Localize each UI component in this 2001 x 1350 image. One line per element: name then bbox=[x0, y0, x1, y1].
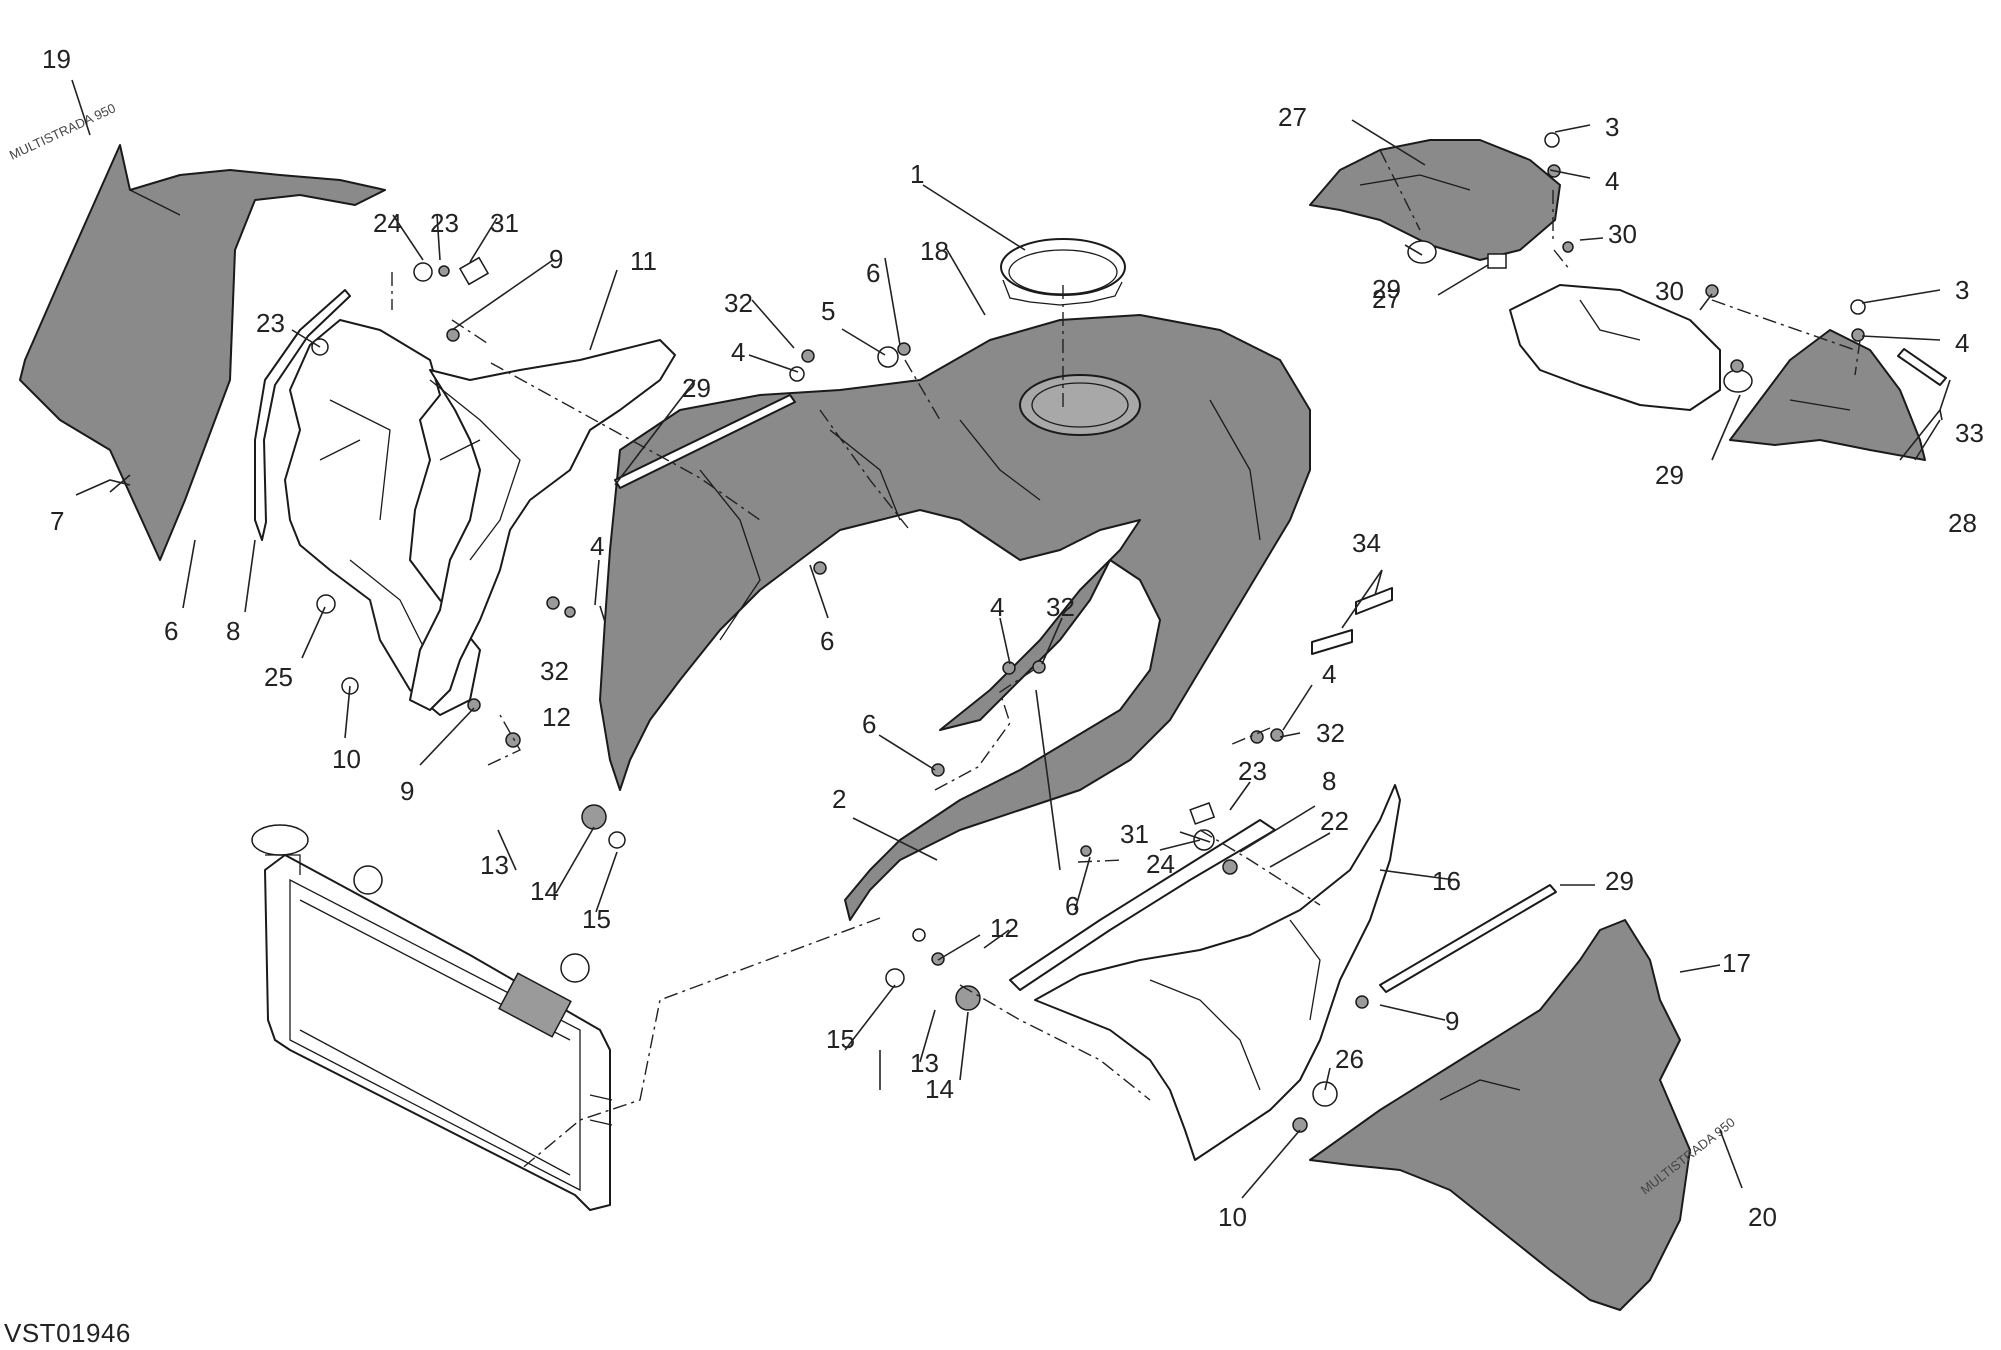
callout-4-top: 4 bbox=[1605, 166, 1619, 196]
callout-3-right: 3 bbox=[1955, 275, 1969, 305]
grommet-27-b bbox=[1723, 369, 1753, 393]
right-tank-side-panel bbox=[1309, 919, 1691, 1311]
filler-ring bbox=[1000, 238, 1126, 306]
callout-18: 18 bbox=[920, 236, 949, 266]
fuel-tank bbox=[599, 314, 1311, 921]
callout-22-top: 23 bbox=[256, 308, 285, 338]
callout-10-right: 10 bbox=[1218, 1202, 1247, 1232]
callout-14-left: 14 bbox=[530, 876, 559, 906]
callout-6-right: 6 bbox=[1065, 891, 1079, 921]
callout-32-right: 32 bbox=[1316, 718, 1345, 748]
callout-27-right: 29 bbox=[1655, 460, 1684, 490]
left-tank-decal-text: MULTISTRADA 950 bbox=[7, 100, 118, 162]
callout-3-top: 3 bbox=[1605, 112, 1619, 142]
callout-4-right-mid: 4 bbox=[1322, 659, 1336, 689]
callout-6-left: 6 bbox=[164, 616, 178, 646]
callout-5: 5 bbox=[821, 296, 835, 326]
assembly-lines bbox=[369, 149, 1861, 1171]
decal-34 bbox=[1311, 587, 1393, 655]
callout-32-top: 32 bbox=[724, 288, 753, 318]
callout-4-center: 4 bbox=[990, 592, 1004, 622]
left-tank-side-panel bbox=[19, 144, 386, 561]
callout-27-top: 29 bbox=[1372, 274, 1401, 304]
callout-9-left: 9 bbox=[400, 776, 414, 806]
cover-28 bbox=[1729, 329, 1926, 461]
callout-1: 1 bbox=[910, 159, 924, 189]
callout-31-top: 31 bbox=[490, 208, 519, 238]
callout-34: 34 bbox=[1352, 528, 1381, 558]
callout-21-top: 23 bbox=[430, 208, 459, 238]
callout-29-top: 29 bbox=[682, 373, 711, 403]
callout-2: 2 bbox=[832, 784, 846, 814]
callout-10-left: 10 bbox=[332, 744, 361, 774]
callout-13-right: 13 bbox=[910, 1048, 939, 1078]
callout-23-top: 24 bbox=[373, 208, 402, 238]
callout-24-left: 25 bbox=[264, 662, 293, 692]
callout-14-right: 14 bbox=[925, 1074, 954, 1104]
callout-12-left: 12 bbox=[542, 702, 571, 732]
drawing-code: VST01946 bbox=[4, 1318, 131, 1348]
hardware bbox=[311, 132, 1866, 1133]
trim-strip-8 bbox=[254, 289, 351, 541]
callout-28: 28 bbox=[1948, 508, 1977, 538]
callout-32-left: 32 bbox=[540, 656, 569, 686]
callout-4-mid: 4 bbox=[731, 337, 745, 367]
callout-7: 7 bbox=[50, 506, 64, 536]
callout-15-left: 15 bbox=[582, 904, 611, 934]
callout-12-right: 12 bbox=[990, 913, 1019, 943]
callout-4-right: 4 bbox=[1955, 328, 1969, 358]
leader-lines bbox=[71, 79, 1951, 1199]
callout-8-left: 8 bbox=[226, 616, 240, 646]
callout-6-lower: 6 bbox=[862, 709, 876, 739]
right-inner-panel bbox=[1034, 784, 1401, 1161]
callout-32-center: 32 bbox=[1046, 592, 1075, 622]
callout-25: 27 bbox=[1372, 284, 1401, 314]
callout-30-top: 30 bbox=[1608, 219, 1637, 249]
callout-9-top: 9 bbox=[549, 244, 563, 274]
left-tank-decal: MULTISTRADA 950 bbox=[7, 100, 118, 162]
callout-13-left: 13 bbox=[480, 850, 509, 880]
callout-11: 11 bbox=[630, 246, 657, 276]
callout-numbers: 19 1 27 3 4 30 29 27 30 3 4 33 29 28 34 … bbox=[42, 44, 1984, 1232]
trim-strip-29-right bbox=[1379, 884, 1557, 993]
callout-22-right: 22 bbox=[1320, 806, 1349, 836]
callout-8-right: 8 bbox=[1322, 766, 1336, 796]
left-outer-fairing bbox=[409, 339, 676, 711]
callout-33: 33 bbox=[1955, 418, 1984, 448]
callout-9-right: 9 bbox=[1445, 1006, 1459, 1036]
callout-31-right: 31 bbox=[1120, 819, 1149, 849]
callout-26: 27 bbox=[1278, 102, 1307, 132]
callout-23-right: 24 bbox=[1146, 849, 1175, 879]
bracket-25 bbox=[1509, 284, 1721, 411]
callout-19: 20 bbox=[1748, 1202, 1777, 1232]
callout-30-mid: 30 bbox=[1655, 276, 1684, 306]
cover-26 bbox=[1309, 139, 1561, 261]
callout-20: 19 bbox=[42, 44, 71, 74]
callout-21-right: 23 bbox=[1238, 756, 1267, 786]
radiator bbox=[251, 824, 613, 1211]
callout-29-right: 29 bbox=[1605, 866, 1634, 896]
callout-6-top: 6 bbox=[866, 258, 880, 288]
callout-6-mid: 6 bbox=[820, 626, 834, 656]
grommet-27-a bbox=[1407, 240, 1437, 264]
callout-17: 17 bbox=[1722, 948, 1751, 978]
callout-16: 16 bbox=[1432, 866, 1461, 896]
callout-24-right: 26 bbox=[1335, 1044, 1364, 1074]
trim-strip-29-left bbox=[614, 394, 796, 489]
callout-4-left: 4 bbox=[590, 531, 604, 561]
callout-15-right: 15 bbox=[826, 1024, 855, 1054]
trim-33 bbox=[1897, 348, 1947, 386]
